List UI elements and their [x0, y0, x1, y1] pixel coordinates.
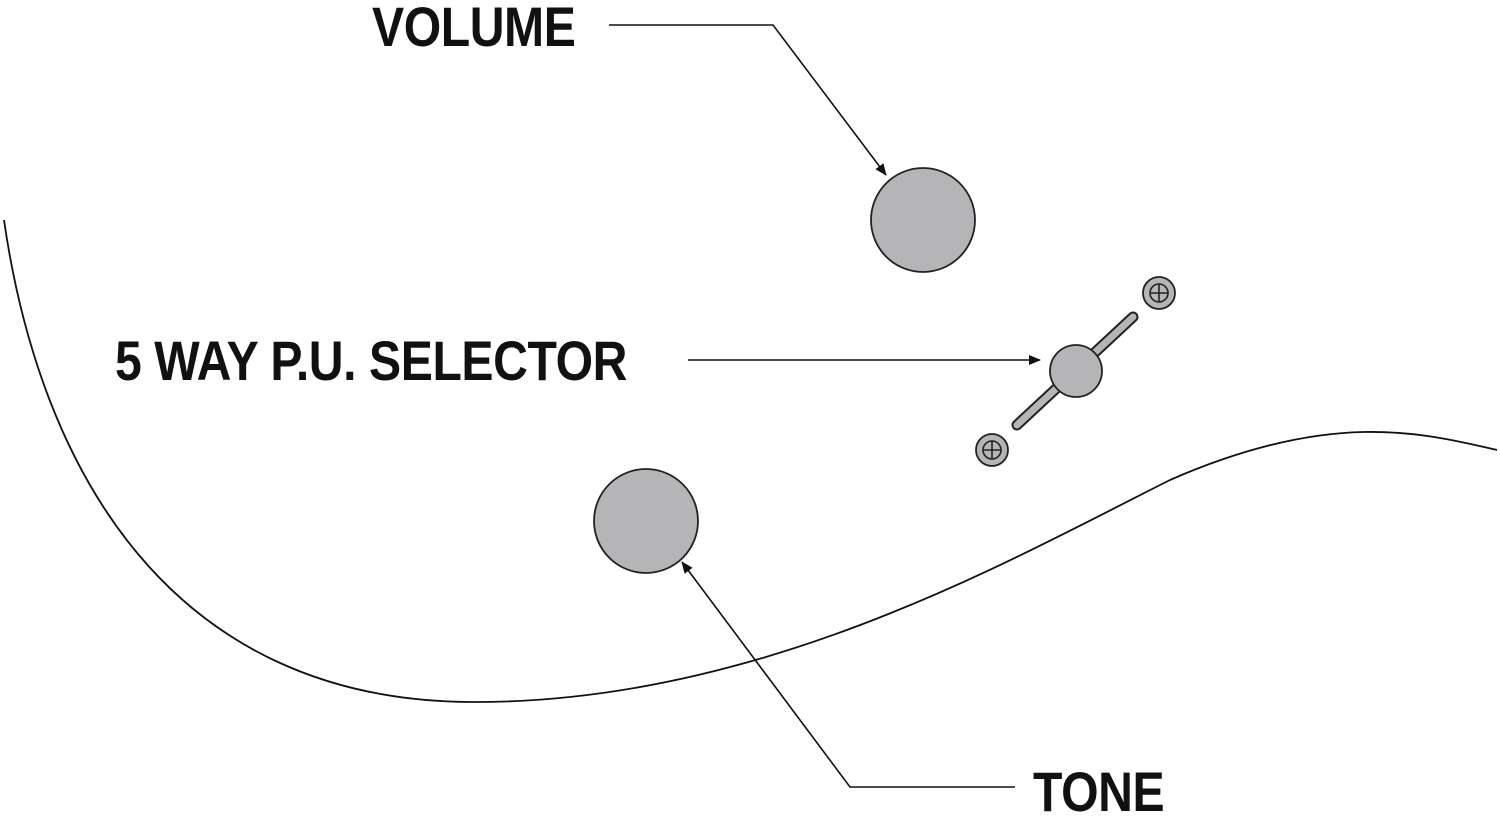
tone-label: TONE: [1033, 760, 1165, 823]
screw-icon: [975, 433, 1009, 467]
screw-icon: [1142, 276, 1176, 310]
volume-label: VOLUME: [372, 0, 576, 58]
pickup-selector-switch: [975, 276, 1176, 467]
guitar-body-outline: [3, 219, 1498, 703]
volume-callout-arrow: [609, 24, 887, 176]
selector-knob: [1049, 344, 1103, 398]
pickup-selector-label: 5 WAY P.U. SELECTOR: [115, 329, 627, 392]
tone-knob: [593, 468, 699, 574]
tone-callout-arrow: [681, 561, 1015, 788]
volume-knob: [870, 167, 976, 273]
